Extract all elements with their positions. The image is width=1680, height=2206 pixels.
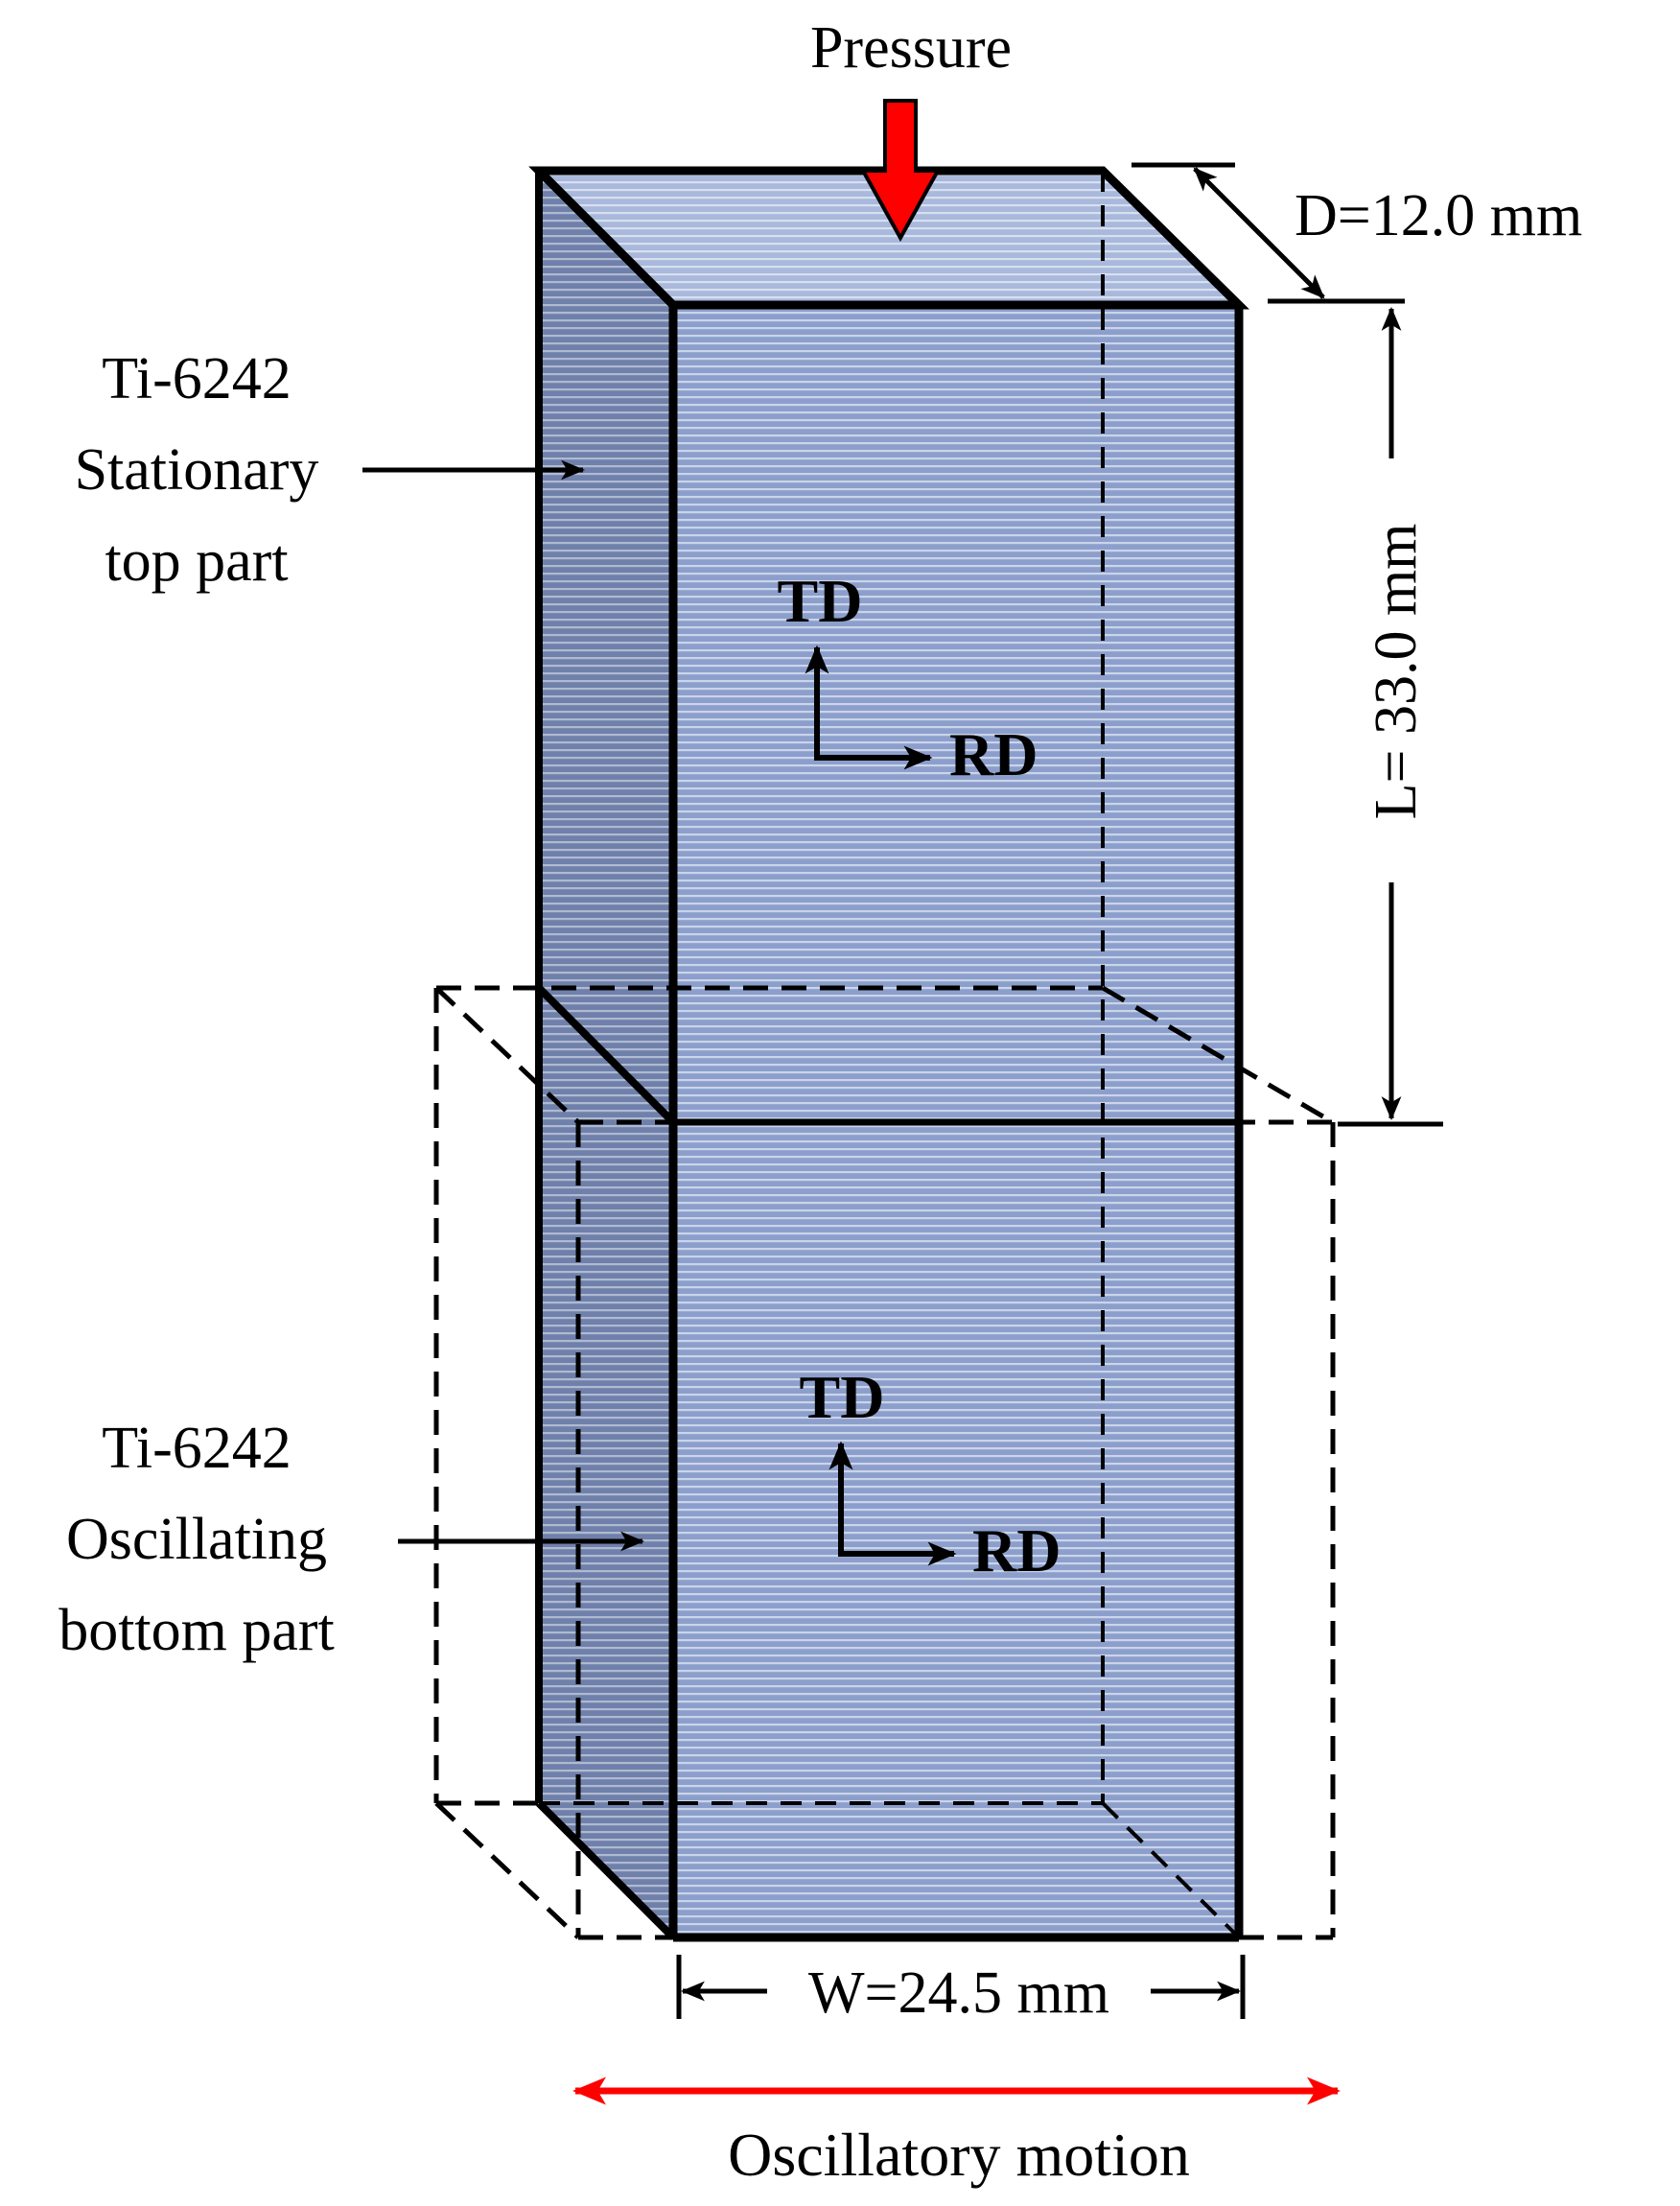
depth-dimension-arrow	[1193, 167, 1325, 299]
axes-bottom-rd-label: RD	[972, 1516, 1061, 1584]
oscillatory-motion-label: Oscillatory motion	[728, 2121, 1190, 2189]
width-dimension: W=24.5 mm	[676, 1955, 1246, 2026]
bottom-part-label-line1: Ti-6242	[102, 1416, 292, 1481]
length-dimension: L= 33.0 mm	[1338, 306, 1443, 1127]
bottom-part-label-line2: Oscillating	[66, 1507, 327, 1572]
pressure-arrow-icon	[859, 99, 942, 243]
top-part-label-line3: top part	[105, 528, 288, 594]
pressure-indicator: Pressure	[810, 15, 1012, 243]
block-top-face	[539, 171, 1239, 305]
axes-bottom-td-label: TD	[800, 1363, 885, 1431]
top-part-label-line1: Ti-6242	[102, 346, 292, 411]
oscillatory-motion-indicator: Oscillatory motion	[572, 2077, 1341, 2189]
top-part-callout: Ti-6242 Stationary top part	[75, 346, 586, 594]
interface-side-edge	[536, 985, 676, 1125]
dashed-left-top-diagonal	[434, 986, 580, 1124]
axes-top-rd-label: RD	[949, 720, 1038, 788]
length-label: L= 33.0 mm	[1364, 524, 1429, 820]
axes-top-td-label: TD	[778, 567, 863, 635]
oscillating-part-displaced-outline	[433, 985, 1336, 1940]
dashed-left-bottom-diagonal	[434, 1801, 580, 1939]
depth-dimension: D=12.0 mm	[1132, 162, 1582, 304]
top-part-label-line2: Stationary	[75, 437, 319, 503]
block-bottom-side-edge	[536, 1800, 676, 1940]
axes-top-arrows	[805, 645, 933, 770]
specimen-block	[528, 166, 1249, 1942]
axes-bottom-arrows	[828, 1441, 957, 1566]
bottom-part-callout: Ti-6242 Oscillating bottom part	[58, 1416, 645, 1663]
dashed-right-top-diagonal	[1101, 985, 1335, 1125]
depth-label: D=12.0 mm	[1295, 183, 1582, 248]
pressure-label: Pressure	[810, 15, 1012, 81]
width-label: W=24.5 mm	[808, 1960, 1109, 2026]
bottom-part-label-line3: bottom part	[58, 1598, 335, 1663]
direction-axes-top: TD RD	[778, 567, 1038, 788]
direction-axes-bottom: TD RD	[800, 1363, 1062, 1584]
